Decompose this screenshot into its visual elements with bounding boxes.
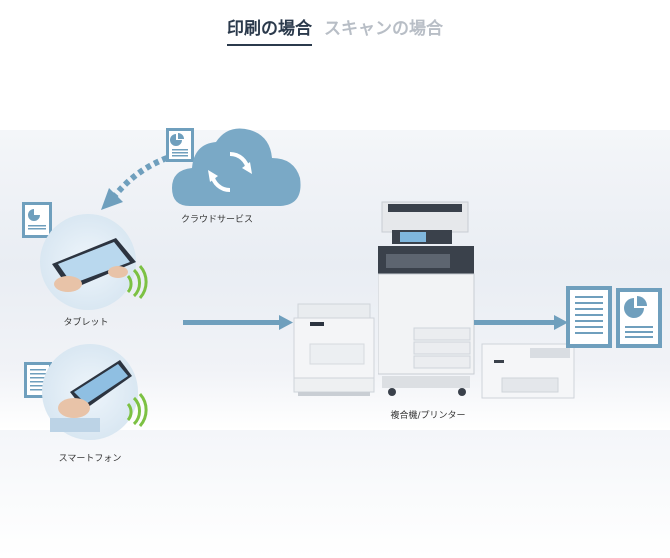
background-band-lower — [0, 430, 670, 558]
devices-to-printer-arrow — [183, 315, 293, 330]
document-text-icon — [566, 286, 612, 348]
printer-to-output-arrow — [474, 315, 568, 330]
tablet-image — [40, 214, 136, 310]
cloud-icon — [172, 128, 301, 206]
cloud-label: クラウドサービス — [180, 215, 253, 225]
document-chart-icon — [22, 202, 52, 238]
tab-print[interactable]: 印刷の場合 — [227, 14, 312, 46]
wifi-icon — [126, 265, 148, 299]
document-chart-icon — [166, 128, 194, 162]
cloud-to-tablet-arrow — [101, 155, 169, 210]
printer-small-image — [293, 303, 375, 396]
wifi-icon — [126, 393, 148, 427]
sync-icon — [208, 151, 252, 193]
tab-bar: 印刷の場合 スキャンの場合 — [0, 14, 670, 46]
tablet-label: タブレット — [63, 318, 109, 328]
printer-compact-image — [481, 343, 575, 399]
smartphone-label: スマートフォン — [58, 454, 122, 464]
smartphone-image — [42, 344, 138, 440]
mfp-image — [378, 201, 475, 396]
tab-scan[interactable]: スキャンの場合 — [324, 14, 443, 46]
document-chart-icon — [616, 288, 662, 348]
printer-label: 複合機/プリンター — [390, 411, 466, 421]
